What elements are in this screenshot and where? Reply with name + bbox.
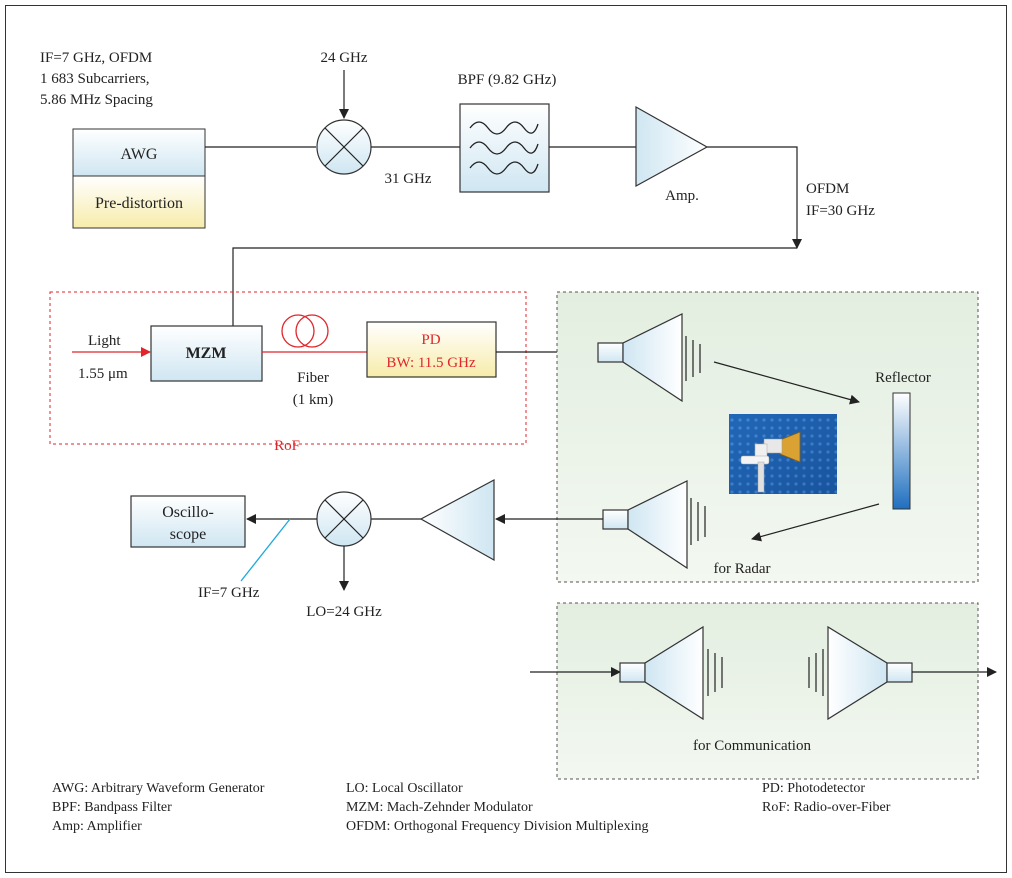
lo-top-label: 24 GHz [320, 50, 367, 66]
legend-item: MZM: Mach-Zehnder Modulator [346, 800, 533, 815]
svg-text:OFDM: OFDM [806, 181, 849, 197]
input-signal-text: IF=7 GHz, OFDM 1 683 Subcarriers, 5.86 M… [40, 50, 153, 108]
legend-item: Amp: Amplifier [52, 819, 142, 834]
light-label: Light 1.55 μm [78, 333, 128, 382]
svg-text:scope: scope [170, 526, 206, 543]
oscilloscope-block: Oscillo- scope [130, 495, 246, 548]
comm-tx-horn-icon [619, 625, 723, 721]
reflector-label: Reflector [875, 370, 931, 386]
amp-label: Amp. [665, 188, 699, 204]
communication-panel [556, 602, 979, 780]
svg-text:5.86 MHz Spacing: 5.86 MHz Spacing [40, 92, 153, 108]
legend-column-1: AWG: Arbitrary Waveform Generator BPF: B… [52, 779, 264, 836]
outer-frame [5, 5, 1007, 873]
bottom-mixer-icon [316, 491, 372, 547]
svg-text:IF=30 GHz: IF=30 GHz [806, 203, 875, 219]
rof-box [49, 291, 527, 445]
svg-text:1.55 μm: 1.55 μm [78, 366, 128, 382]
awg-label: AWG [121, 146, 158, 163]
rof-label: RoF [274, 438, 300, 454]
legend-item: BPF: Bandpass Filter [52, 800, 172, 815]
rx-horn-antenna-icon [602, 480, 706, 570]
communication-label: for Communication [693, 738, 811, 754]
if-pointer-line [240, 518, 291, 582]
mzm-label: MZM [186, 345, 227, 362]
legend-item: LO: Local Oscillator [346, 781, 463, 796]
rf-to-mzm-line [232, 247, 797, 326]
lo-bottom-label: LO=24 GHz [306, 604, 382, 620]
radar-label: for Radar [713, 561, 770, 577]
svg-text:PD: PD [421, 332, 440, 348]
legend-item: OFDM: Orthogonal Frequency Division Mult… [346, 819, 649, 834]
tx-beam-arrow [713, 361, 860, 405]
legend-column-2: LO: Local Oscillator MZM: Mach-Zehnder M… [346, 779, 649, 836]
anechoic-chamber-photo [729, 414, 837, 494]
top-amplifier-icon [635, 105, 709, 188]
mzm-block: MZM [150, 325, 263, 382]
reflector-icon [892, 392, 911, 510]
predistortion-label: Pre-distortion [95, 195, 183, 212]
bpf-label: BPF (9.82 GHz) [458, 72, 557, 88]
svg-text:Fiber: Fiber [297, 370, 329, 386]
legend-item: AWG: Arbitrary Waveform Generator [52, 781, 265, 796]
svg-text:Light: Light [88, 333, 121, 349]
svg-text:Oscillo-: Oscillo- [162, 504, 214, 521]
pd-block: PD BW: 11.5 GHz [366, 321, 497, 378]
bpf-icon [459, 103, 550, 193]
legend-item: RoF: Radio-over-Fiber [762, 800, 891, 815]
ofdm-out-label: OFDM IF=30 GHz [806, 181, 875, 219]
tx-horn-antenna-icon [597, 313, 701, 403]
rx-beam-arrow [751, 503, 880, 542]
svg-text:(1 km): (1 km) [293, 392, 333, 408]
awg-block: AWG [72, 128, 206, 177]
legend-column-3: PD: Photodetector RoF: Radio-over-Fiber [762, 779, 890, 817]
comm-rx-horn-icon [808, 625, 913, 721]
rx-amplifier-icon [419, 478, 495, 562]
svg-text:IF=7 GHz, OFDM: IF=7 GHz, OFDM [40, 50, 152, 66]
predistortion-block: Pre-distortion [72, 175, 206, 229]
legend-item: PD: Photodetector [762, 781, 866, 796]
fiber-label: Fiber (1 km) [293, 370, 333, 408]
svg-text:1 683 Subcarriers,: 1 683 Subcarriers, [40, 71, 150, 87]
freq-31-label: 31 GHz [384, 171, 431, 187]
amp-output-arrow [707, 146, 802, 249]
svg-text:BW: 11.5 GHz: BW: 11.5 GHz [386, 355, 476, 371]
top-mixer-icon [316, 119, 372, 175]
fiber-coil-icon [281, 314, 329, 348]
if-out-label: IF=7 GHz [198, 585, 260, 601]
